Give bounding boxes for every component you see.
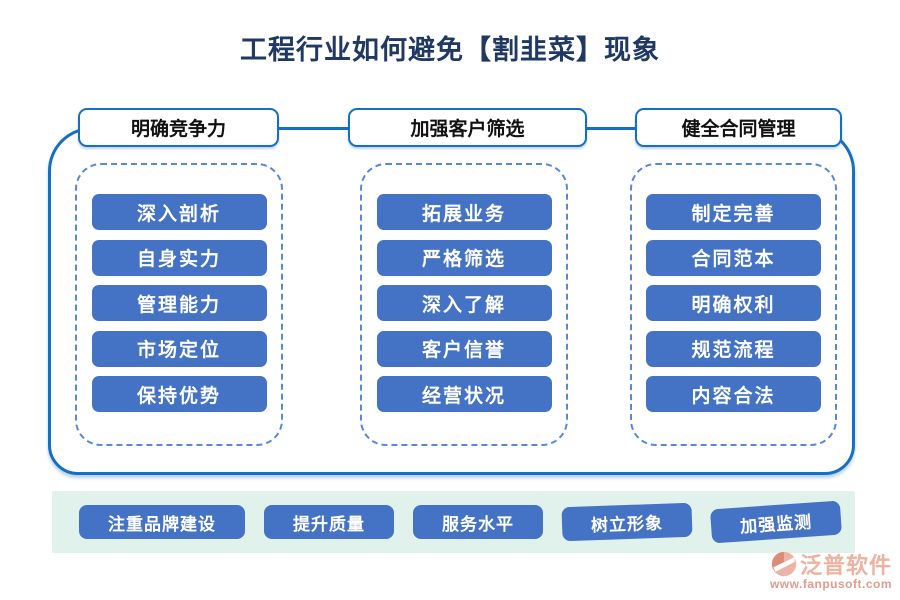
- footer-node: 加强监测: [709, 500, 843, 544]
- column-header-competitiveness: 明确竞争力: [78, 108, 279, 147]
- brand-name: 泛普软件: [799, 553, 892, 578]
- column-header-contract-management: 健全合同管理: [635, 108, 842, 147]
- diagram-node: 制定完善: [646, 194, 821, 230]
- diagram-node: 规范流程: [646, 330, 821, 367]
- diagram-node: 保持优势: [91, 376, 267, 412]
- page-title: 工程行业如何避免【割韭菜】现象: [240, 35, 660, 65]
- footer-node: 提升质量: [264, 505, 394, 539]
- column-group-client-screening: 拓展业务 严格筛选 深入了解 客户信誉 经营状况: [360, 163, 568, 446]
- diagram-node: 客户信誉: [376, 330, 552, 367]
- diagram-node: 管理能力: [91, 285, 267, 321]
- brand-url: www.fanpusoft.com: [769, 577, 892, 591]
- diagram-node: 合同范本: [646, 239, 821, 276]
- diagram-node: 严格筛选: [376, 239, 552, 276]
- diagram-node: 深入了解: [376, 285, 552, 321]
- diagram-node: 自身实力: [91, 239, 267, 276]
- diagram-node: 市场定位: [91, 330, 267, 367]
- diagram-node: 明确权利: [646, 285, 821, 321]
- diagram-node: 经营状况: [376, 376, 552, 412]
- footer-node: 树立形象: [561, 502, 693, 542]
- diagram-node: 深入剖析: [91, 194, 267, 230]
- brand-logo: 泛普软件 www.fanpusoft.com: [742, 548, 892, 591]
- footer-node: 服务水平: [413, 505, 543, 539]
- diagram-node: 内容合法: [646, 376, 821, 412]
- column-group-contract-management: 制定完善 合同范本 明确权利 规范流程 内容合法: [630, 163, 837, 446]
- footer-band: 注重品牌建设 提升质量 服务水平 树立形象 加强监测: [52, 491, 855, 553]
- footer-node: 注重品牌建设: [79, 505, 245, 539]
- column-group-competitiveness: 深入剖析 自身实力 管理能力 市场定位 保持优势: [75, 163, 283, 446]
- fanpu-logo-icon: [771, 551, 797, 577]
- diagram-node: 拓展业务: [376, 194, 552, 230]
- column-header-client-screening: 加强客户筛选: [348, 108, 587, 147]
